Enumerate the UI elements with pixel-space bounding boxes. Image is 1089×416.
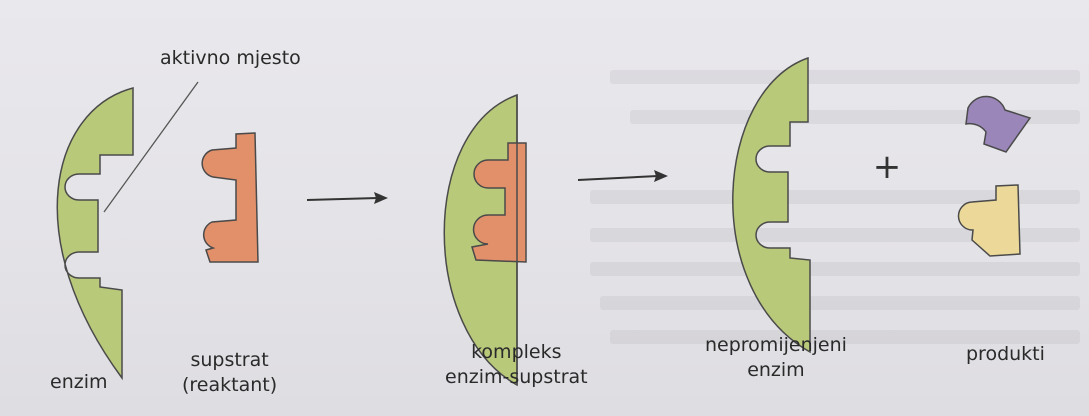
substrate-label: supstrat (reaktant) — [182, 349, 278, 396]
reaction-arrow-2 — [577, 170, 668, 182]
complex-substrate-shape — [471, 142, 527, 263]
active-site-pointer — [103, 81, 199, 213]
products-label: produkti — [966, 343, 1045, 365]
unchanged-enzyme-shape — [732, 56, 811, 354]
product-2-shape — [957, 184, 1021, 257]
product-1-shape — [965, 95, 1032, 153]
enzyme-shape — [56, 87, 134, 381]
reaction-arrow-1 — [306, 192, 388, 204]
substrate-shape — [201, 132, 259, 263]
unchanged-enzyme-label: nepromijenjeni enzim — [705, 334, 847, 381]
complex-label: kompleks enzim-supstrat — [445, 341, 588, 388]
active-site-label: aktivno mjesto — [160, 47, 301, 69]
enzyme-label: enzim — [50, 371, 108, 393]
plus-sign: + — [873, 147, 902, 187]
